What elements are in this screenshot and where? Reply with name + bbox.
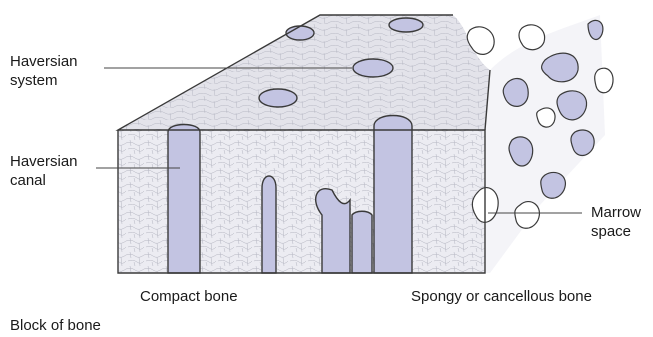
- compact-bone-label: Compact bone: [140, 287, 238, 306]
- block-of-bone-label: Block of bone: [10, 316, 101, 335]
- spongy-bone-label: Spongy or cancellous bone: [411, 287, 592, 306]
- marrow-space-label: Marrow space: [591, 203, 641, 241]
- haversian-system-label: Haversian system: [10, 52, 78, 90]
- haversian-canal-label: Haversian canal: [10, 152, 78, 190]
